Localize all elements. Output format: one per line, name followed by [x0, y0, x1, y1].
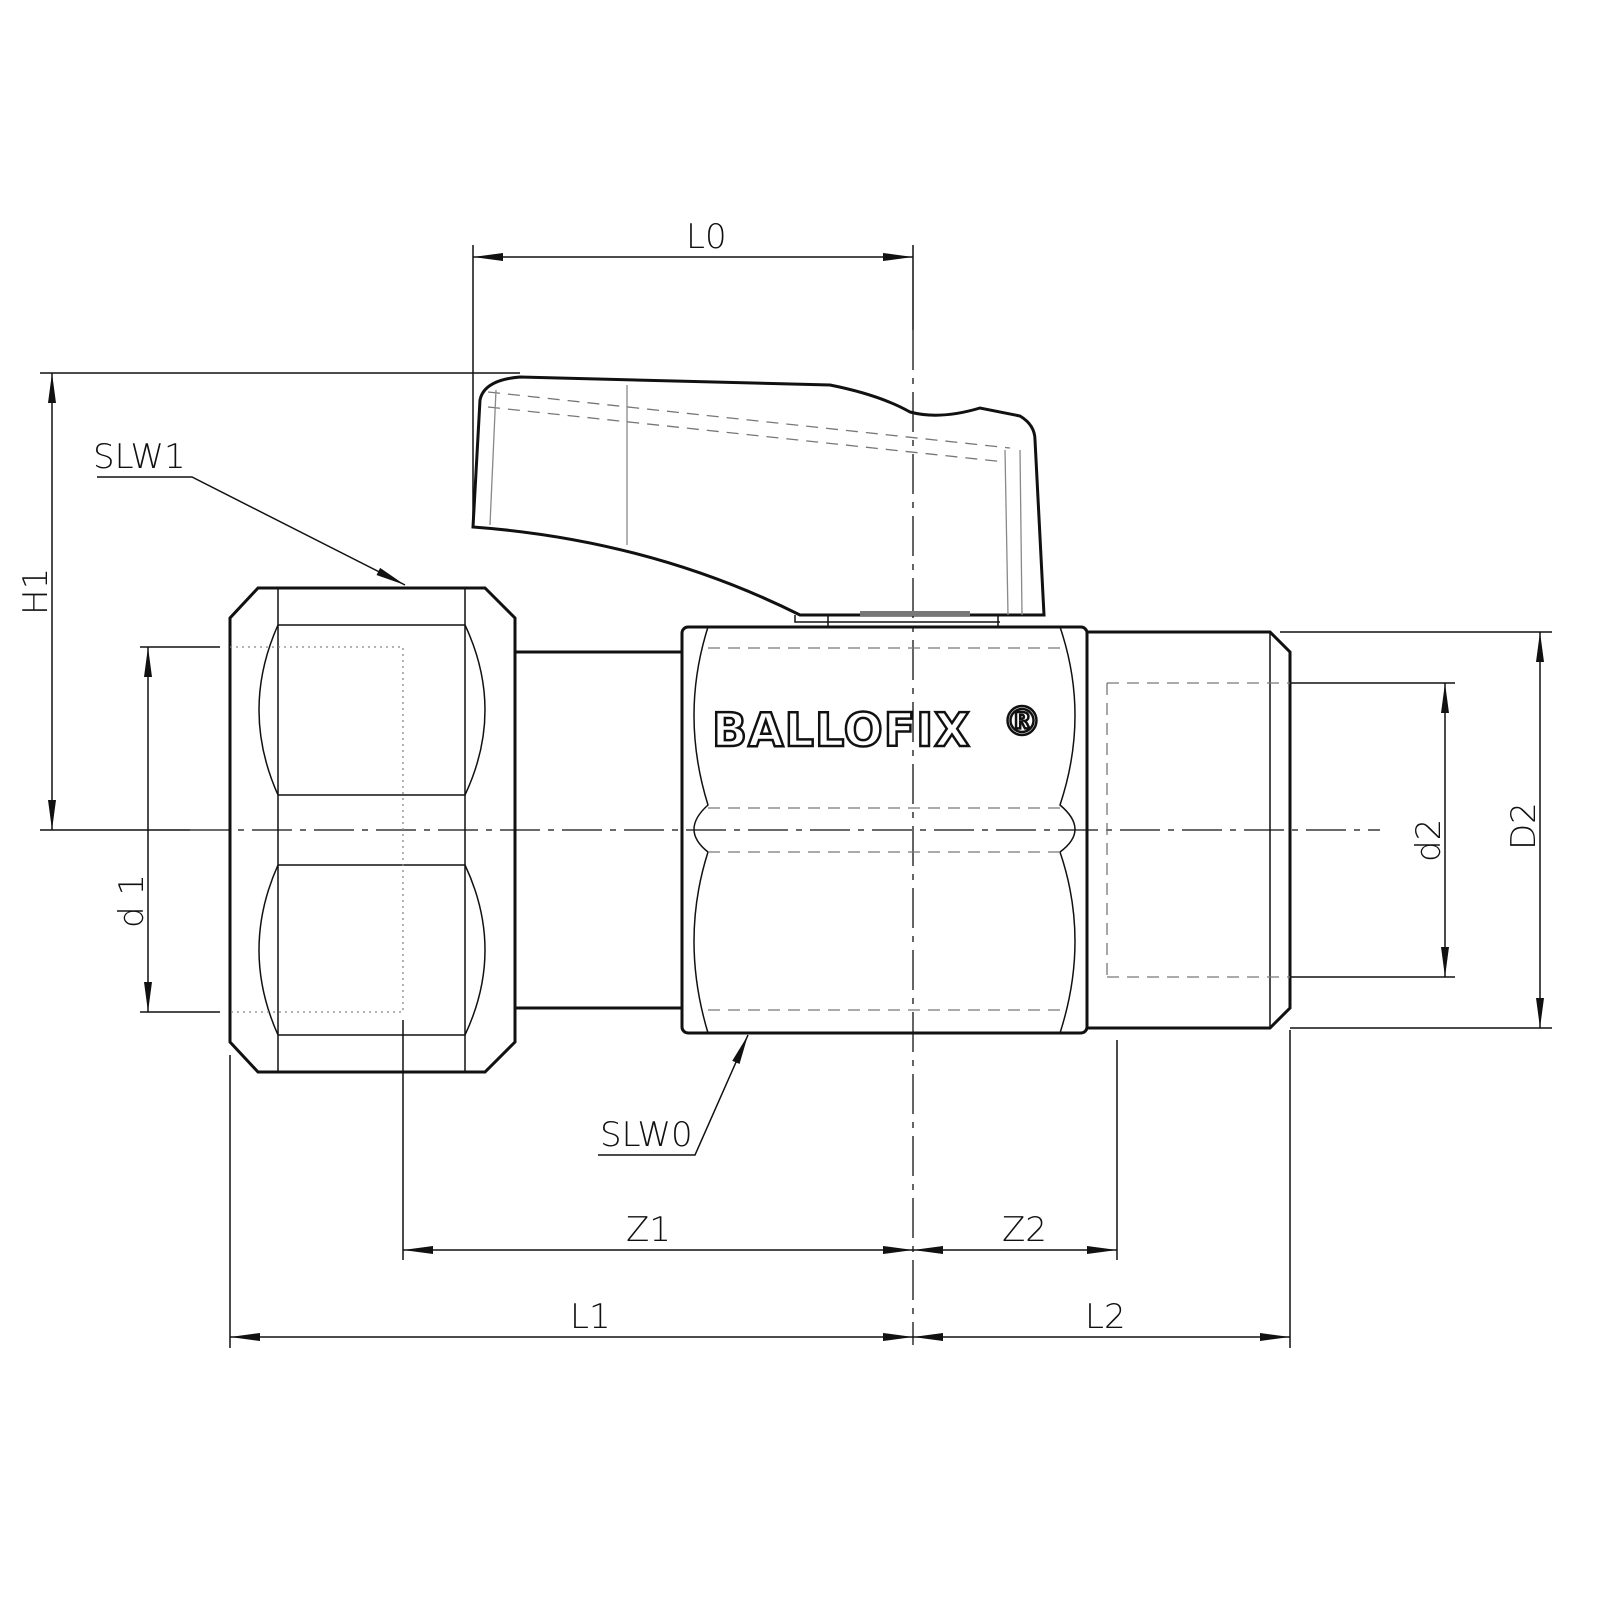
- dim-L2: L2: [1085, 1297, 1126, 1337]
- dim-L0: L0: [686, 217, 727, 257]
- valve-body: BALLOFIX ®: [680, 625, 1089, 1035]
- dim-Z2: Z2: [1002, 1210, 1047, 1250]
- pipe-stub: [515, 650, 682, 1010]
- compression-nut: [228, 586, 517, 1074]
- dim-D2: D2: [1504, 802, 1544, 850]
- handle: [471, 375, 1046, 627]
- registered-mark: ®: [1002, 699, 1043, 745]
- brand-logo: BALLOFIX: [712, 703, 971, 757]
- threaded-end: [1085, 630, 1292, 1030]
- callout-slw1-label: SLW1: [93, 437, 186, 477]
- dim-d1: d 1: [112, 874, 152, 928]
- dim-d2: d2: [1409, 819, 1449, 862]
- extension-lines: [40, 245, 1552, 1348]
- stem: [860, 611, 970, 616]
- dim-Z1: Z1: [626, 1210, 671, 1250]
- callout-slw1: SLW1: [93, 437, 406, 586]
- callout-slw0: SLW0: [598, 1034, 749, 1156]
- callout-slw0-label: SLW0: [600, 1115, 693, 1155]
- dimension-lines: [48, 253, 1544, 1341]
- dim-L1: L1: [570, 1297, 611, 1337]
- dim-H1: H1: [16, 568, 56, 615]
